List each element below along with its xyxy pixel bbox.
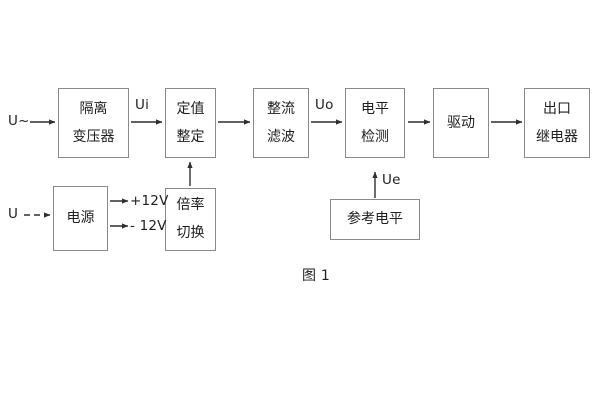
block-isolation-transformer[interactable]: 隔离 变压器 (58, 88, 129, 158)
block-line: 倍率 (176, 197, 205, 214)
block-line: 检测 (361, 128, 389, 145)
block-line: 隔离 (79, 100, 108, 117)
block-line: 变压器 (72, 128, 115, 145)
block-line: 定值 (176, 100, 205, 117)
block-line: 驱动 (447, 114, 475, 131)
block-power-supply[interactable]: 电源 (53, 186, 108, 251)
label-input-u-dc: U (8, 206, 19, 222)
label-output-positive-12v: +12V (130, 193, 169, 209)
block-rectify-filter[interactable]: 整流 滤波 (253, 88, 309, 158)
label-uo: Uo (315, 97, 334, 113)
block-line: 继电器 (536, 128, 578, 145)
block-drive[interactable]: 驱动 (433, 88, 489, 158)
block-line: 参考电平 (347, 211, 403, 228)
block-line: 电平 (361, 100, 389, 117)
block-line: 出口 (543, 100, 571, 117)
block-level-detect[interactable]: 电平 检测 (345, 88, 405, 158)
block-setting-value[interactable]: 定值 整定 (165, 88, 216, 158)
block-line: 电源 (66, 210, 95, 227)
figure-caption: 图 1 (302, 268, 330, 284)
block-line: 整定 (176, 128, 205, 145)
label-output-negative-12v: - 12V (130, 218, 167, 234)
block-multiplier-switch[interactable]: 倍率 切换 (165, 188, 216, 251)
block-line: 切换 (176, 225, 205, 241)
block-line: 整流 (267, 100, 295, 117)
label-ui: Ui (135, 97, 150, 113)
label-ue: Ue (382, 172, 401, 188)
block-line: 滤波 (267, 128, 295, 145)
block-output-relay[interactable]: 出口 继电器 (524, 88, 590, 158)
block-reference-level[interactable]: 参考电平 (330, 199, 420, 240)
label-input-u-ac: U~ (8, 113, 30, 129)
